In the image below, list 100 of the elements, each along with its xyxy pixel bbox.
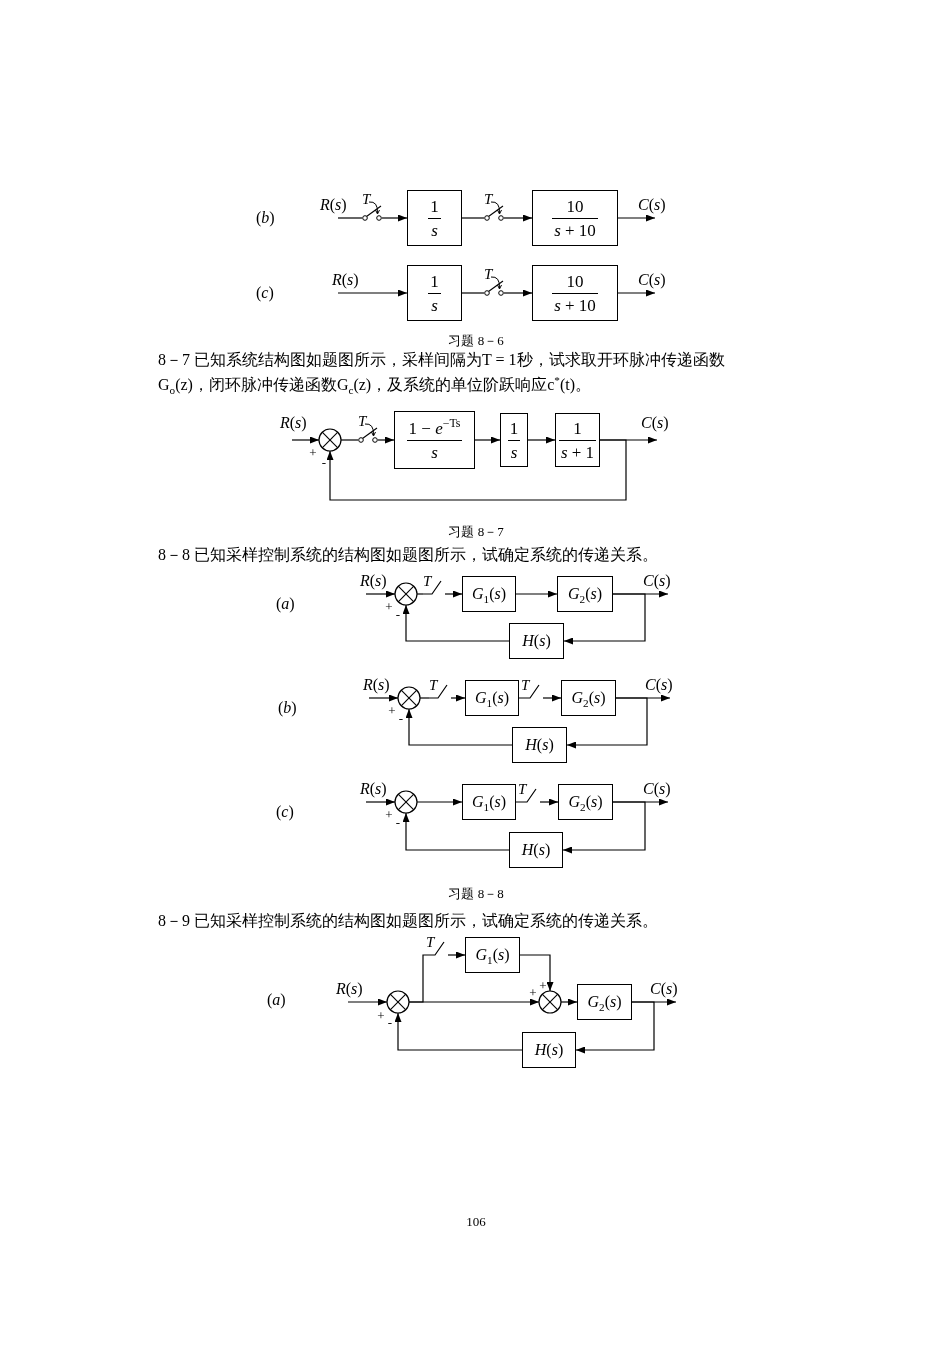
output-signal-label: C(s) (638, 271, 672, 293)
panel-label: (b) (256, 209, 275, 227)
signal-arrow (405, 708, 513, 746)
sampling-period-label: T (521, 678, 530, 693)
output-signal-label: C(s) (643, 572, 677, 594)
sampler-switch (358, 414, 378, 444)
sampling-period-label: T (426, 935, 435, 950)
signal-arrow (617, 289, 656, 297)
panel-label: (b) (278, 699, 297, 717)
transfer-function-block (394, 411, 475, 469)
signal-line (515, 801, 519, 803)
sampling-period-label: T (423, 574, 432, 589)
input-signal-label: R(s) (280, 414, 314, 440)
transfer-function: G$_{2}$(s) (568, 793, 603, 811)
sign-label: - (398, 711, 404, 725)
summing-junction (386, 990, 410, 1014)
transfer-function: H(s) (525, 736, 554, 754)
problem-statement: 8－8 已知采样控制系统的结构图如题图所示，试确定系统的传递关系。 (158, 545, 659, 565)
transfer-function-block (577, 984, 632, 1020)
denominator: s (510, 441, 518, 463)
numerator: 10 (566, 195, 584, 217)
signal-arrow (503, 214, 533, 222)
feedback-arrow (575, 1001, 655, 1054)
input-signal-label: R(s) (360, 572, 394, 594)
sign-label: - (395, 815, 401, 829)
transfer-function: H(s) (521, 841, 551, 859)
problem-statement: 8－7 已知系统结构图如题图所示，采样间隔为T = 1秒，试求取开环脉冲传递函数G$_{o}$(z)，闭环脉冲传递函数G$_{c}$(z)，及系统的单位阶跃响应c$^{*}$(t)。 (158, 350, 726, 397)
signal-arrow (377, 436, 395, 444)
transfer-function-block (557, 576, 613, 612)
signal-arrow (444, 590, 463, 598)
output-signal-label: C(s) (641, 414, 675, 440)
input-signal-label: R(s) (320, 196, 354, 218)
signal-arrow (447, 951, 466, 959)
signal-arrow (291, 436, 320, 444)
transfer-function-block (509, 623, 564, 659)
sign-label: + (385, 807, 393, 821)
signal-arrow (503, 289, 533, 297)
signal-arrow (347, 998, 388, 1006)
transfer-function-block (462, 576, 516, 612)
sampling-period-label: T (484, 267, 493, 282)
signal-arrow (402, 812, 510, 851)
sampling-period-label: T (484, 192, 493, 207)
numerator: 1 (430, 270, 439, 292)
summing-junction (397, 686, 421, 710)
sign-label: + (377, 1008, 385, 1022)
signal-arrow (402, 604, 510, 642)
denominator: s (431, 219, 438, 241)
signal-arrow (394, 1012, 523, 1051)
output-signal-label: C(s) (638, 196, 672, 218)
input-signal-label: R(s) (360, 780, 394, 802)
sampling-period-label: T (518, 782, 527, 797)
numerator: 1 − e$^{−Ts}$ (408, 417, 461, 439)
page-number: 106 (466, 1214, 486, 1229)
transfer-function-block (500, 413, 528, 467)
transfer-function-block (407, 190, 462, 246)
sign-label: + (529, 985, 537, 999)
problem-statement: 8－9 已知采样控制系统的结构图如题图所示，试确定系统的传递关系。 (158, 911, 659, 931)
transfer-function: G$_{1}$(s) (475, 946, 510, 964)
numerator: 1 (509, 417, 519, 439)
summing-junction (394, 582, 418, 606)
signal-line (461, 292, 485, 294)
panel-label: (c) (256, 284, 274, 302)
transfer-function-block (532, 190, 618, 246)
summing-junction (394, 790, 418, 814)
sampler-switch (484, 192, 504, 222)
signal-arrow (474, 436, 501, 444)
input-signal-label: R(s) (332, 271, 366, 293)
transfer-function-block (532, 265, 618, 321)
transfer-function: H(s) (534, 1041, 564, 1059)
transfer-function-block (555, 413, 600, 467)
sampler-switch (362, 192, 382, 222)
signal-arrow (365, 798, 396, 806)
input-signal-label: R(s) (336, 980, 370, 1002)
transfer-function-block (407, 265, 462, 321)
signal-arrow (542, 694, 562, 702)
transfer-function-block (512, 727, 567, 763)
summing-junction (318, 428, 342, 452)
numerator: 10 (566, 270, 584, 292)
sign-label: - (321, 455, 327, 469)
denominator: s + 1 (560, 441, 595, 463)
transfer-function-block (522, 1032, 576, 1068)
figure-caption: 习题 8－6 (448, 333, 504, 348)
numerator: 1 (573, 417, 582, 439)
figure-caption: 习题 8－8 (448, 886, 504, 901)
transfer-function-block (465, 680, 519, 716)
signal-line (518, 697, 522, 699)
feedback-arrow (563, 593, 646, 645)
panel-label: (a) (276, 595, 295, 613)
sampling-period-label: T (429, 678, 438, 693)
signal-arrow (337, 289, 408, 297)
figure-caption: 习题 8－7 (448, 524, 504, 539)
feedback-arrow (326, 439, 627, 501)
sampler-switch (484, 267, 504, 297)
signal-arrow (365, 590, 396, 598)
transfer-function-block (465, 937, 520, 973)
transfer-function: G$_{2}$(s) (567, 585, 602, 603)
signal-arrow (368, 694, 399, 702)
transfer-function: H(s) (522, 632, 551, 650)
signal-arrow (617, 214, 656, 222)
transfer-function-block (561, 680, 616, 716)
